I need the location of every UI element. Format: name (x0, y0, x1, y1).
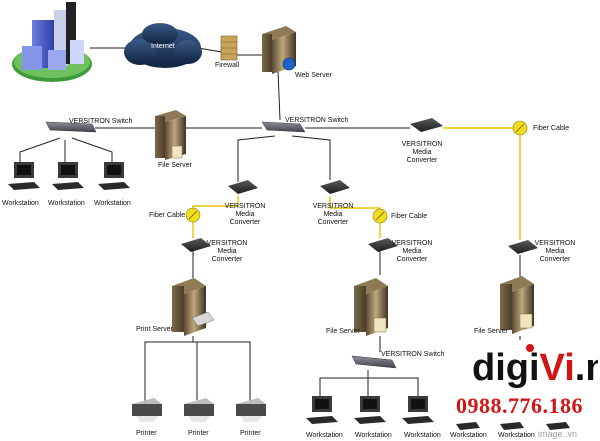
workstation-label: Workstation (306, 432, 343, 439)
fiber-marker-left (185, 207, 201, 223)
fiber-marker-right (512, 120, 528, 136)
digivi-logo: digiVi.net (472, 340, 598, 390)
media-converter-mid-bottom (368, 238, 398, 252)
media-converter-label: VERSITRON Media Converter (401, 141, 443, 164)
watermark: image .vn (538, 429, 578, 439)
workstation-label: Workstation (94, 200, 131, 207)
printer-label: Printer (136, 430, 157, 437)
media-converter-mid-top (320, 180, 350, 194)
right-bottom-workstations (456, 422, 570, 430)
media-converter-left-top (228, 180, 258, 194)
file-server-top (155, 110, 186, 160)
fiber-cable-label: Fiber Cable (149, 212, 186, 219)
file-server-top-label: File Server (158, 162, 192, 169)
cables (19, 47, 521, 404)
web-server (262, 26, 296, 74)
printer-label: Printer (188, 430, 209, 437)
media-converter-label: VERSITRON Media Converter (312, 203, 354, 226)
workstation-label: Workstation (355, 432, 392, 439)
print-server (172, 278, 215, 336)
print-server-label: Print Server (136, 326, 173, 333)
corporate-buildings (12, 2, 92, 82)
web-server-label: Web Server (295, 72, 332, 79)
firewall-label: Firewall (215, 62, 240, 69)
file-server-mid (354, 278, 388, 336)
media-converter-top-right (410, 118, 443, 132)
media-converter-label: VERSITRON Media Converter (224, 203, 266, 226)
firewall (220, 35, 238, 61)
bottom-switch-label: VERSITRON Switch (381, 351, 445, 358)
file-server-mid-label: File Server (326, 328, 360, 335)
media-converter-left-bottom (181, 238, 211, 252)
workstation-label: Workstation (404, 432, 441, 439)
fiber-marker-mid (372, 208, 388, 224)
media-converter-label: VERSITRON Media Converter (206, 240, 248, 263)
bottom-workstations (306, 396, 434, 424)
internet-cloud (124, 23, 202, 68)
workstation-label: Workstation (450, 432, 487, 439)
left-workstations (8, 162, 130, 190)
brand-text-b: Vi (540, 347, 575, 389)
brand-text-c: .net (575, 347, 598, 389)
media-converter-right-bottom (508, 240, 538, 254)
left-switch (45, 121, 97, 133)
workstation-label: Workstation (498, 432, 535, 439)
phone-number: 0988.776.186 (456, 393, 583, 418)
internet-label: Internet (151, 43, 175, 50)
left-switch-label: VERSITRON Switch (69, 118, 133, 125)
fiber-cable-label: Fiber Cable (391, 213, 428, 220)
media-converter-label: VERSITRON Media Converter (534, 240, 576, 263)
workstation-label: Workstation (48, 200, 85, 207)
main-switch-label: VERSITRON Switch (285, 117, 349, 124)
svg-text:digiVi.net: digiVi.net (472, 347, 598, 389)
file-server-right-label: File Server (474, 328, 508, 335)
brand-text-a: digi (472, 347, 540, 389)
workstation-label: Workstation (2, 200, 39, 207)
file-server-right (500, 276, 534, 334)
bottom-switch (351, 355, 397, 369)
media-converter-label: VERSITRON Media Converter (391, 240, 433, 263)
printer-label: Printer (240, 430, 261, 437)
main-switch (261, 121, 306, 133)
printers (132, 398, 266, 422)
fiber-cable-label: Fiber Cable (533, 125, 570, 132)
